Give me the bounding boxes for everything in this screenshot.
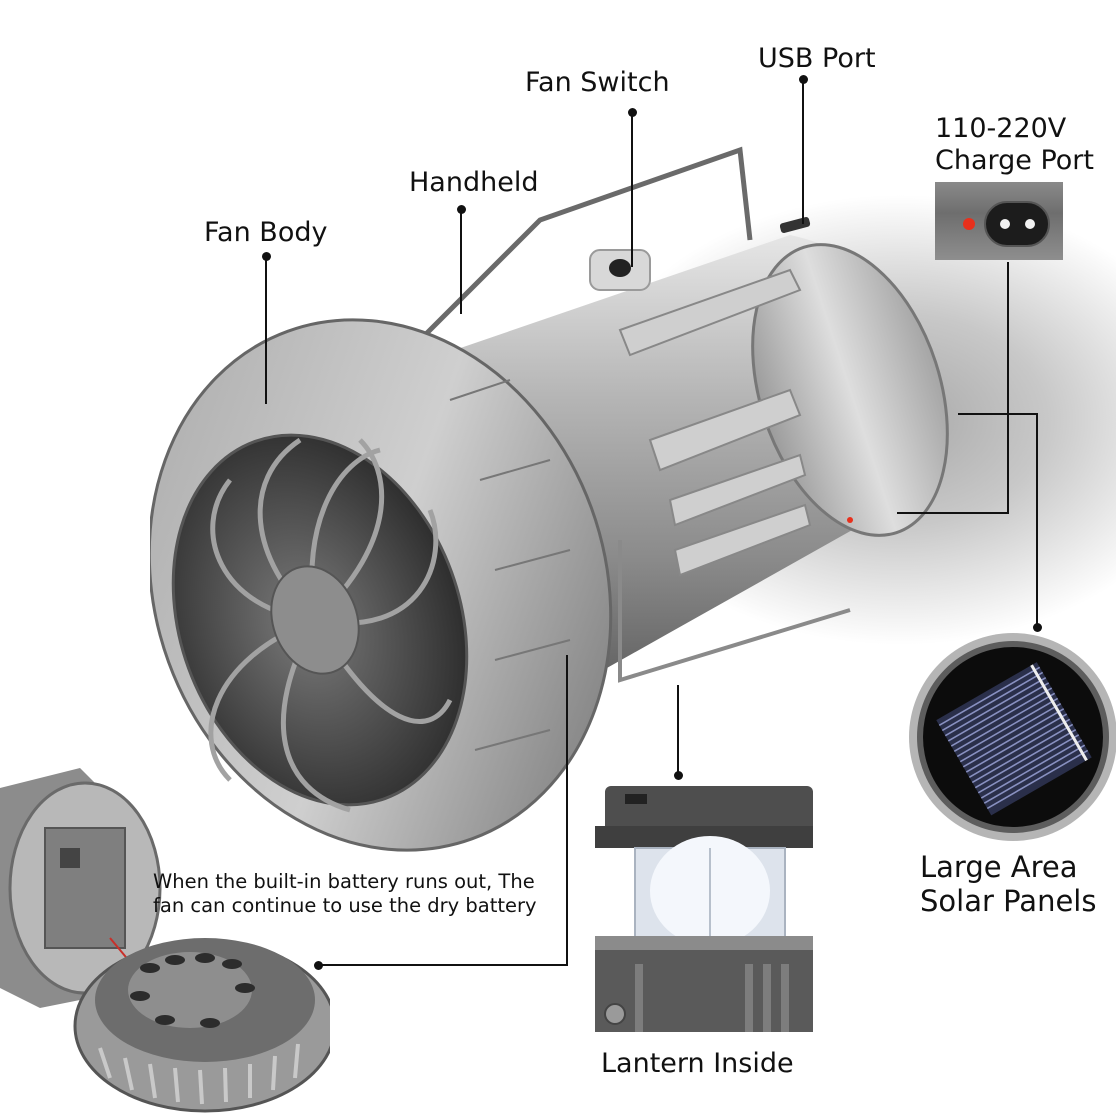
lantern-leader-line bbox=[677, 685, 679, 773]
solar-leader-horizontal bbox=[958, 413, 1038, 415]
fan-switch-leader-line bbox=[631, 112, 633, 267]
usb-port-leader-line bbox=[802, 79, 804, 224]
charge-port-photo bbox=[935, 182, 1063, 260]
handheld-leader-line bbox=[460, 209, 462, 314]
usb-port-label: USB Port bbox=[758, 43, 876, 74]
battery-note-line2: fan can continue to use the dry battery bbox=[153, 894, 537, 917]
handheld-label: Handheld bbox=[409, 167, 539, 198]
battery-compartment-photo bbox=[0, 768, 330, 1116]
battery-leader-dot bbox=[313, 960, 323, 970]
battery-leader-horizontal bbox=[318, 964, 568, 966]
charge-port-label: Charge Port bbox=[935, 145, 1094, 176]
solar-leader-dot bbox=[1032, 622, 1042, 632]
lantern-leader-dot bbox=[673, 770, 683, 780]
charge-port-leader-horizontal bbox=[897, 512, 1009, 514]
solar-panel-photo bbox=[903, 632, 1116, 842]
solar-panels-label-line2: Solar Panels bbox=[920, 884, 1097, 918]
charge-port-leader-vertical bbox=[1007, 262, 1009, 514]
battery-leader-vertical bbox=[566, 655, 568, 966]
fan-body-leader-line bbox=[265, 256, 267, 404]
lantern-inside-label: Lantern Inside bbox=[601, 1048, 794, 1079]
solar-panels-label-line1: Large Area bbox=[920, 850, 1078, 884]
fan-switch-label: Fan Switch bbox=[525, 67, 670, 98]
battery-note-line1: When the built-in battery runs out, The bbox=[153, 870, 535, 893]
solar-leader-vertical bbox=[1036, 413, 1038, 627]
main-product-photo bbox=[150, 140, 970, 860]
fan-body-label: Fan Body bbox=[204, 217, 328, 248]
charge-port-voltage-label: 110-220V bbox=[935, 113, 1067, 144]
lantern-photo bbox=[595, 786, 813, 1032]
